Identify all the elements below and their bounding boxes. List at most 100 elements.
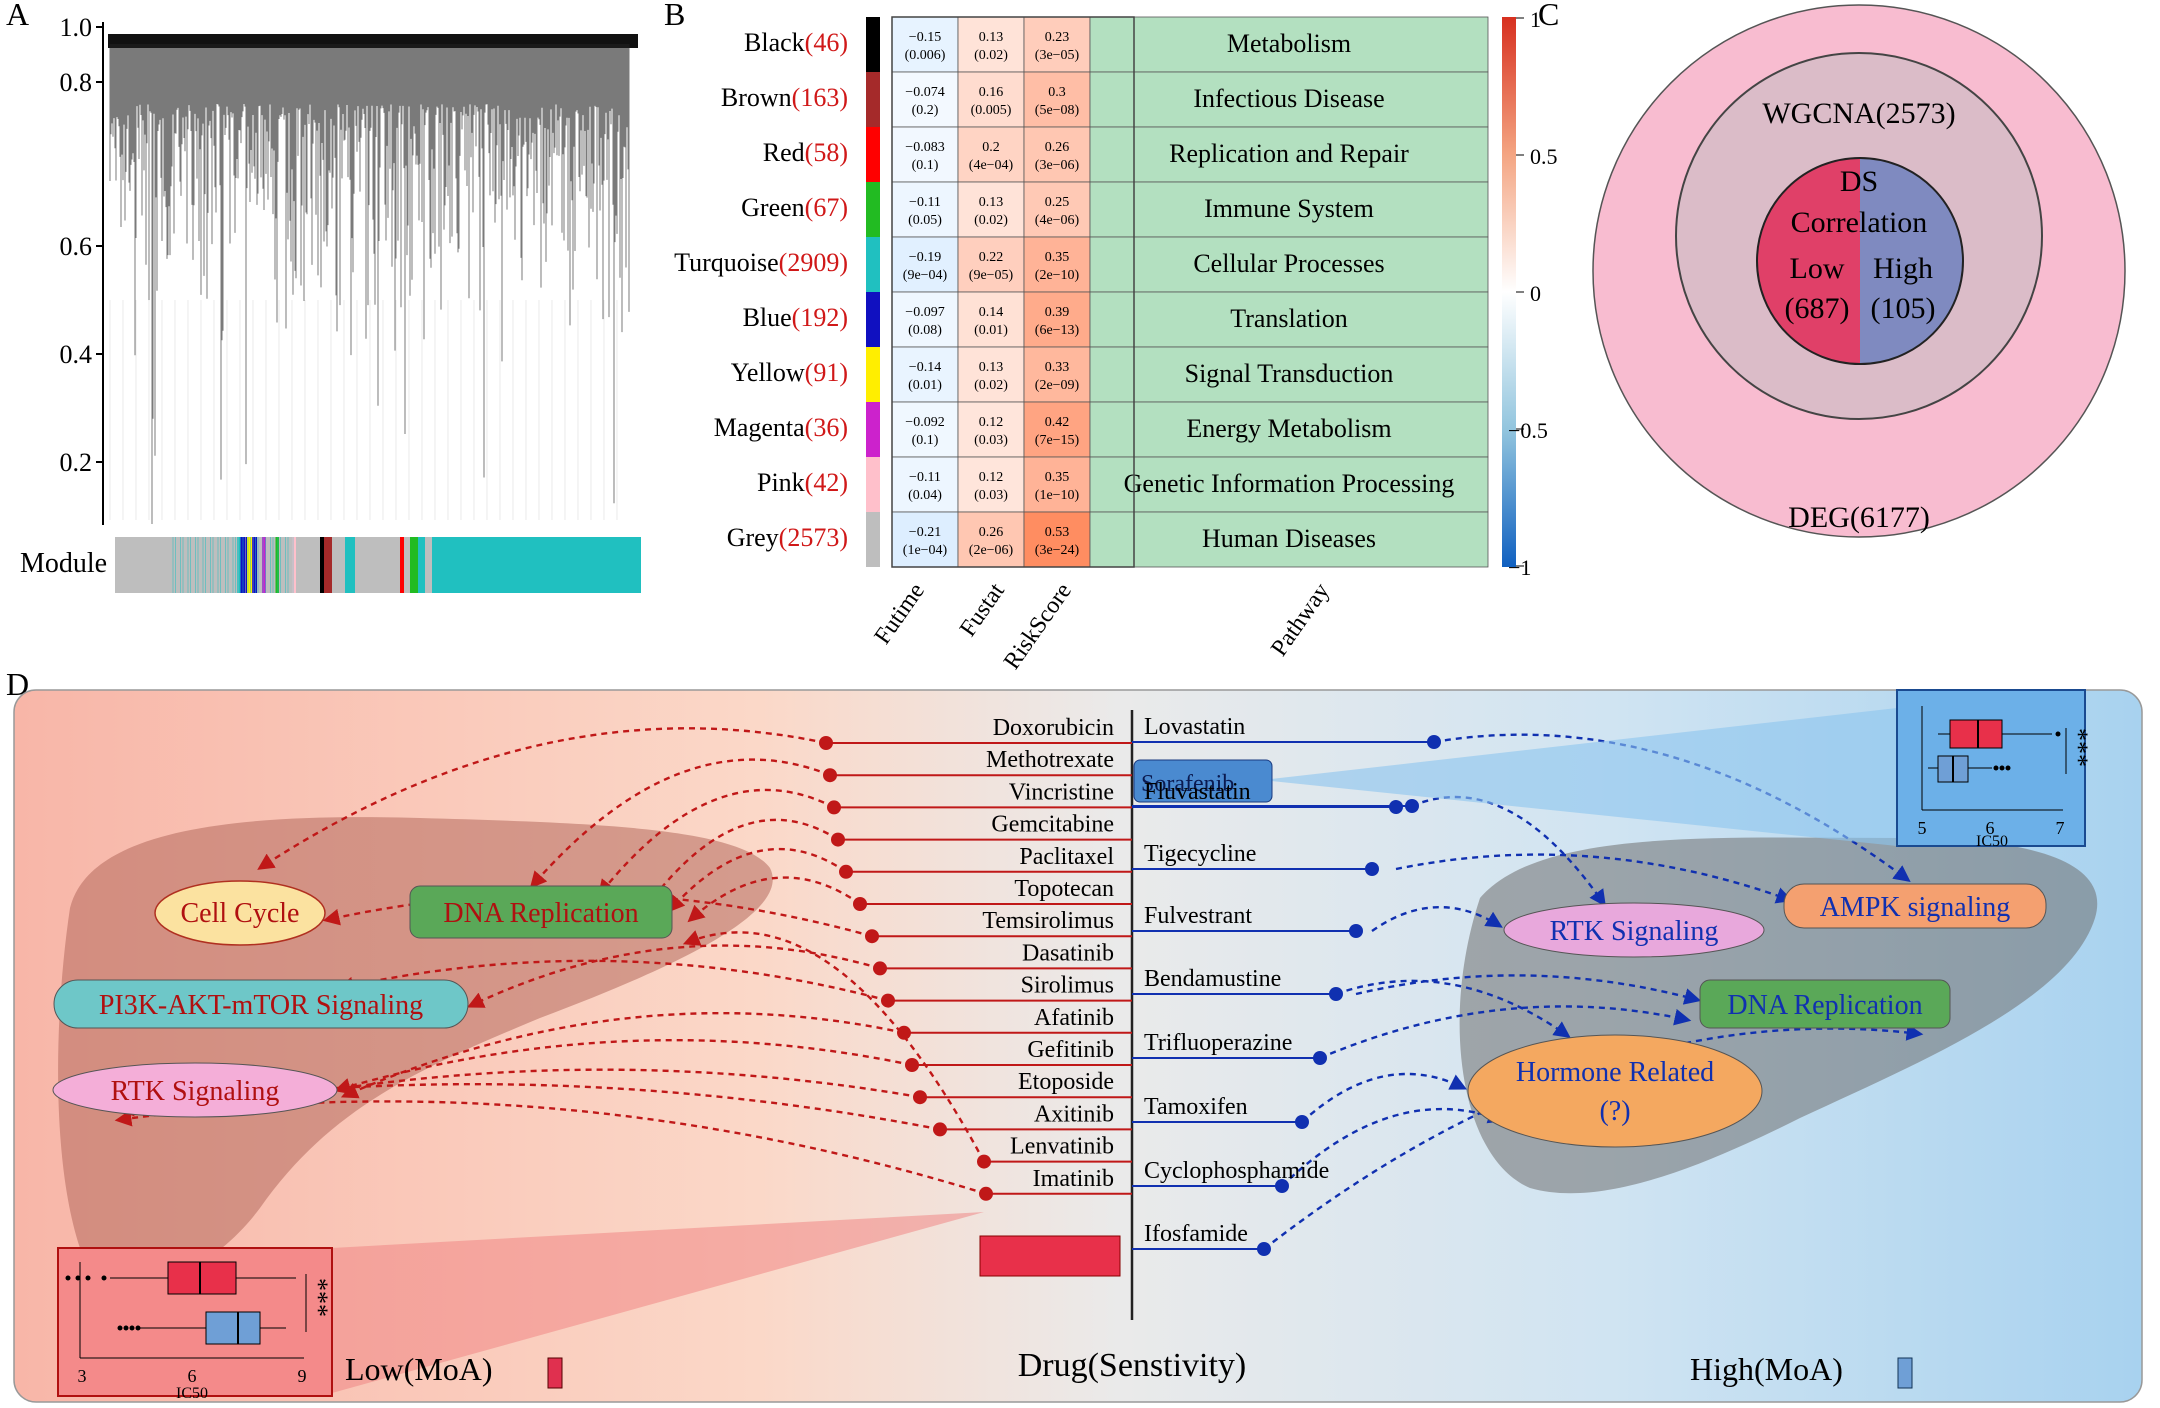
color-scale-ticks (1516, 17, 1524, 567)
heatmap-panel: Black(46)−0.15(0.006)0.13(0.02)0.23(3e−0… (674, 7, 1557, 674)
arrow-right (1301, 1072, 1468, 1123)
drug-label-left: Etoposide (1018, 1069, 1114, 1095)
heatmap-cell-value: 0.42 (1045, 415, 1070, 430)
heatmap-cell-value: 0.13 (979, 360, 1004, 375)
heatmap-cell-value: 0.13 (979, 195, 1004, 210)
heatmap-cell-pvalue: (2e−09) (1035, 378, 1080, 393)
arrow-right (1335, 979, 1571, 1038)
drug-label-left: Doxorubicin (993, 715, 1114, 741)
heatmap-cell-value: −0.097 (905, 305, 944, 320)
arrow-left (257, 727, 827, 870)
heatmap-cell-value: 0.26 (1045, 140, 1070, 155)
pathway-label: Human Diseases (1202, 524, 1376, 553)
heatmap-cell-value: −0.15 (909, 30, 941, 45)
module-color-swatch (866, 347, 880, 402)
heatmap-cell-pvalue: (4e−04) (969, 158, 1014, 173)
drug-label-right: Trifluoperazine (1144, 1030, 1292, 1056)
heatmap-cell-value: 0.25 (1045, 195, 1070, 210)
drug-label-right: Fluvastatin (1144, 779, 1251, 805)
heatmap-cell-pvalue: (0.01) (908, 378, 942, 393)
module-name: Red(58) (763, 138, 848, 167)
scale-label: 0 (1530, 281, 1541, 306)
module-name: Green(67) (741, 193, 848, 222)
heatmap-row: Magenta(36)−0.092(0.1)0.12(0.03)0.42(7e−… (714, 401, 1489, 458)
y-tick-label: 0.8 (60, 68, 93, 97)
ampk-label: AMPK signaling (1820, 892, 2011, 923)
drug-label-left: Imatinib (1033, 1166, 1114, 1192)
heatmap-cell-pvalue: (3e−05) (1035, 48, 1080, 63)
scale-label: −0.5 (1508, 418, 1548, 443)
heatmap-cell-pvalue: (9e−05) (969, 268, 1014, 283)
arrow-right (1411, 795, 1606, 907)
heatmap-cell-pvalue: (0.006) (905, 48, 946, 63)
high-moa-swatch (1897, 1357, 1913, 1389)
arrow-left (667, 847, 847, 913)
sorafenib-highlight (1133, 759, 1273, 803)
drug-label-left: Paclitaxel (1019, 844, 1114, 870)
pathway-label: Genetic Information Processing (1124, 469, 1455, 498)
y-tick-label: 0.2 (60, 448, 93, 477)
drug-label-left: Dasatinib (1022, 940, 1114, 966)
box-high-tick: 6 (1986, 818, 1995, 838)
arrow-right (1355, 974, 1702, 1005)
drug-label-right: Sorafenib (1141, 771, 1234, 797)
lenvatinib-projection (332, 1212, 984, 1393)
dna-replication-right-node (1699, 979, 1951, 1029)
heatmap-cell-value: 0.13 (979, 30, 1004, 45)
module-color-swatch (866, 402, 880, 457)
module-color-bar (115, 537, 641, 593)
module-name: Brown(163) (721, 83, 848, 112)
heatmap-cell-value: −0.074 (905, 85, 944, 100)
arrow-left (682, 930, 986, 1163)
drug-label-left: Axitinib (1034, 1101, 1114, 1127)
box-low-tick: 3 (78, 1366, 87, 1386)
heatmap-cell-pvalue: (2e−06) (969, 543, 1014, 558)
heatmap-cell-value: −0.21 (909, 525, 941, 540)
module-color-swatch (866, 127, 880, 182)
heatmap-cell-pvalue: (2e−10) (1035, 268, 1080, 283)
sorafenib-projection (1262, 708, 1897, 846)
drug-dot-left (873, 961, 887, 976)
col-label-pathway: Pathway (1266, 579, 1335, 662)
heatmap-cell-value: −0.092 (905, 415, 944, 430)
heatmap-row: Black(46)−0.15(0.006)0.13(0.02)0.23(3e−0… (744, 16, 1489, 73)
heatmap-cell-value: 0.16 (979, 85, 1004, 100)
signif-high: *** (2064, 728, 2093, 767)
arrow-left (340, 1011, 905, 1099)
box-low-axis: IC50 (176, 1385, 208, 1402)
heatmap-cell-value: 0.39 (1045, 305, 1070, 320)
heatmap-cell-value: 0.3 (1048, 85, 1066, 100)
lenvatinib-highlight (979, 1235, 1121, 1277)
pathway-label: Translation (1230, 304, 1348, 333)
pi3k-label: PI3K-AKT-mTOR Signaling (99, 990, 423, 1021)
heatmap-cell-pvalue: (5e−08) (1035, 103, 1080, 118)
heatmap-row: Yellow(91)−0.14(0.01)0.13(0.02)0.33(2e−0… (731, 346, 1489, 403)
arrow-left (333, 1039, 913, 1095)
panel-letter-d: D (6, 666, 30, 702)
drug-dot-left (823, 768, 837, 783)
module-name: Blue(192) (743, 303, 848, 332)
pi3k-node (53, 979, 469, 1029)
module-name: Black(46) (744, 28, 848, 57)
drug-label-left: Sirolimus (1021, 973, 1114, 999)
heatmap-cell-pvalue: (3e−24) (1035, 543, 1080, 558)
pathway-label: Infectious Disease (1193, 84, 1384, 113)
heatmap-cell-pvalue: (0.01) (974, 323, 1008, 338)
heatmap-cell-value: −0.11 (909, 470, 941, 485)
ampk-node (1783, 883, 2047, 929)
arrow-left (687, 876, 861, 923)
module-name: Grey(2573) (727, 523, 848, 552)
low-moa-label: Low(MoA) (345, 1351, 493, 1387)
drug-dot-right (1365, 862, 1379, 876)
arrow-left (647, 818, 839, 905)
heatmap-row: Grey(2573)−0.21(1e−04)0.26(2e−06)0.53(3e… (727, 511, 1489, 568)
heatmap-cell-pvalue: (3e−06) (1035, 158, 1080, 173)
module-color-swatch (866, 292, 880, 347)
correlation-label: Correlation (1791, 206, 1928, 239)
heatmap-cell-pvalue: (0.02) (974, 48, 1008, 63)
panel-letter-c: C (1538, 0, 1560, 32)
box-high-axis: IC50 (1976, 833, 2008, 850)
venn-panel: DEG(6177) WGCNA(2573) DS Correlation Low… (1592, 4, 2126, 538)
rtk-left-node (52, 1062, 338, 1118)
arrow-right (1371, 905, 1503, 932)
